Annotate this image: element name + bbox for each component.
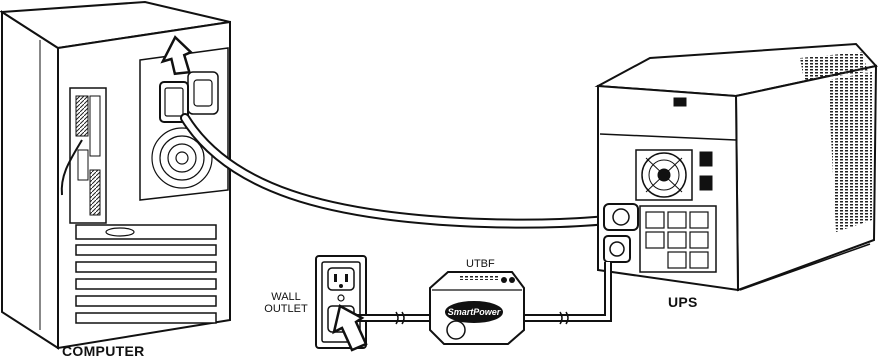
ups-unit [598, 44, 876, 290]
computer-tower [2, 2, 230, 348]
outlet-socket-icon [328, 268, 354, 290]
fan-icon [636, 150, 692, 200]
utbf-to-ups-cord [520, 262, 608, 318]
wall-outlet-label-line1: WALL [262, 291, 310, 303]
computer-power-cord [185, 118, 630, 224]
utbf-label: UTBF [466, 258, 495, 270]
computer-label: COMPUTER [62, 343, 145, 359]
wall-outlet-label: WALL OUTLET [262, 291, 310, 315]
utbf-logo-text: SmartPower [448, 307, 501, 317]
wall-outlet-label-line2: OUTLET [262, 303, 310, 315]
ups-label: UPS [668, 294, 698, 310]
